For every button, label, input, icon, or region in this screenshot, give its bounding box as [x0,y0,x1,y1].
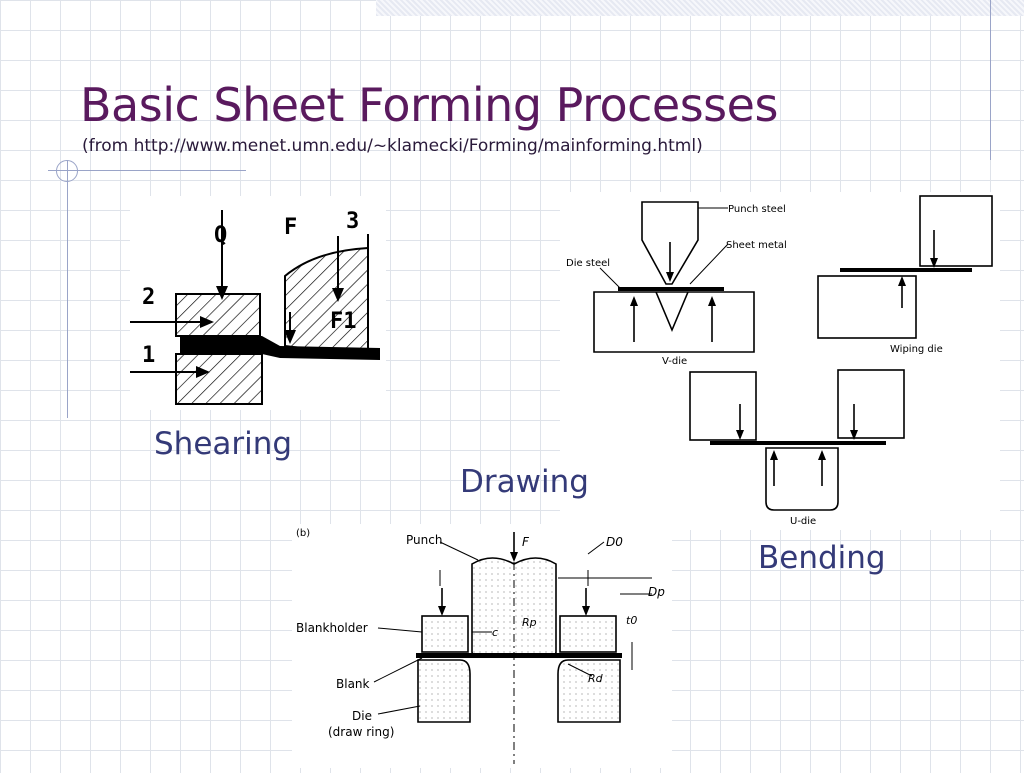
label-sheet-metal: Sheet metal [726,240,787,251]
blankholder-left [421,615,469,653]
slide-title: Basic Sheet Forming Processes [80,78,778,132]
u-right-punch [837,369,905,439]
shear-punch [284,246,369,358]
draw-label-draw-ring: (draw ring) [328,725,394,739]
sheet-wiping [840,268,972,272]
shear-label-q: Q [214,223,227,248]
draw-label-corner: (b) [296,528,310,539]
upper-shear-block [175,293,261,337]
draw-die-right [557,659,621,723]
label-punch-steel: Punch steel [728,204,786,215]
wiping-punch [919,195,993,267]
draw-label-force: F [522,535,530,549]
label-shearing: Shearing [154,426,293,462]
draw-label-rp: Rp [522,616,537,629]
shear-label-f: F [284,215,297,240]
u-die [765,447,839,511]
sheet-u [710,441,886,445]
label-u-die: U-die [790,516,816,527]
draw-label-t0: t0 [626,614,637,627]
shear-label-2: 2 [142,285,155,310]
v-punch [641,201,699,285]
draw-label-rd: Rd [588,672,604,685]
decorative-right-vline [990,0,991,160]
wiping-die [817,275,917,339]
draw-label-punch: Punch [406,533,442,547]
label-drawing: Drawing [460,464,589,500]
draw-label-die: Die [352,709,372,723]
draw-label-d0: D0 [606,535,623,549]
decorative-left-hline [48,170,246,171]
top-pattern-band [376,0,1024,16]
label-die-steel: Die steel [566,258,610,269]
draw-die-left [417,659,471,723]
slide-subtitle: (from http://www.menet.umn.edu/~klamecki… [82,136,703,156]
shearing-diagram: Q F 3 2 F1 1 [130,196,386,410]
bending-diagram: Punch steel Sheet metal Die steel V-die … [560,192,1000,530]
blankholder-right [559,615,617,653]
draw-label-blank: Blank [336,677,370,691]
draw-label-c: c [492,626,498,639]
draw-blank [416,653,622,658]
shear-label-1: 1 [142,343,155,368]
label-v-die: V-die [662,356,687,367]
v-die [593,291,755,353]
u-left-punch [689,371,757,441]
drawing-diagram: (b) Punch F D0 Dp c Rp t0 Blankholder Bl… [292,524,672,768]
draw-label-dp: Dp [648,585,665,599]
decorative-left-vline [67,160,68,418]
draw-label-blankholder: Blankholder [296,621,368,635]
lower-shear-block [175,353,263,405]
shear-label-f1: F1 [330,309,357,334]
label-bending: Bending [758,540,886,576]
sheet-strip [180,336,380,360]
label-wiping-die: Wiping die [890,344,943,355]
decorative-circle [56,160,78,182]
shear-label-3: 3 [346,209,359,234]
sheet-v [618,287,724,291]
